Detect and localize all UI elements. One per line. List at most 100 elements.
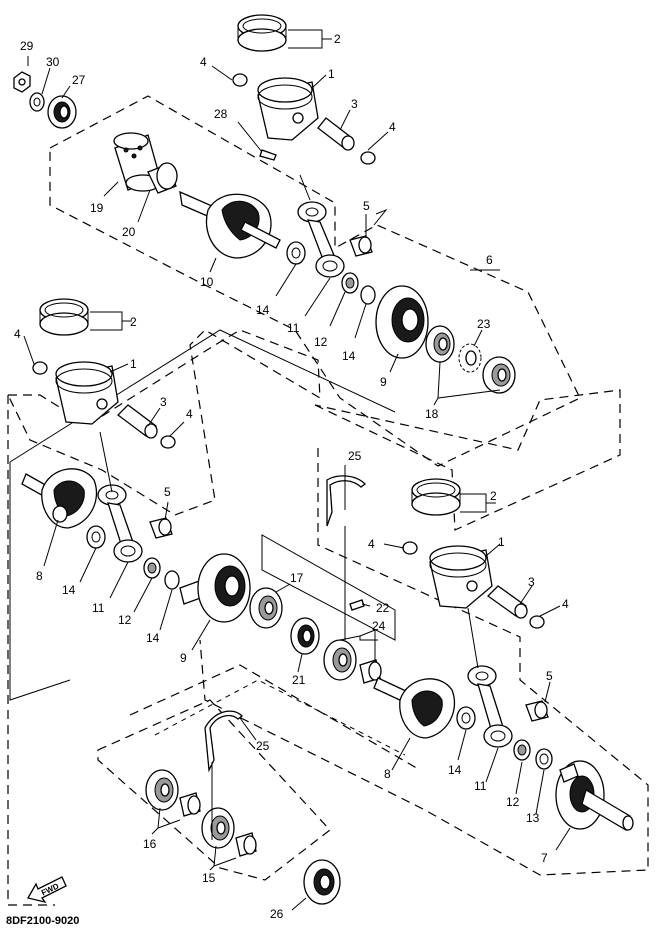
callout-4-right-b: 4 <box>562 597 569 611</box>
crank-right-boundary <box>199 448 649 876</box>
callout-12-right: 12 <box>506 795 520 809</box>
gear-21 <box>290 617 320 655</box>
callout-1-right: 1 <box>498 535 505 549</box>
callout-2-left: 2 <box>130 315 137 329</box>
circlip-right-b <box>529 615 545 629</box>
bearing-12-left <box>143 557 161 579</box>
left-outer-boundary <box>7 395 55 906</box>
connecting-rod-top <box>297 201 345 278</box>
bracket-left-stem <box>9 462 71 701</box>
bearing-15 <box>201 807 235 849</box>
callout-3-top: 3 <box>351 97 358 111</box>
washer-14-left <box>86 525 106 549</box>
callout-14-left-b: 14 <box>146 631 160 645</box>
circlip-top-right <box>360 151 376 165</box>
lower-chain-boundary <box>154 679 406 756</box>
callout-1-left: 1 <box>130 357 137 371</box>
piston-pin-top <box>317 117 355 151</box>
outer-bottom-boundary <box>129 664 421 771</box>
catalog-code: 8DF2100-9020 <box>6 915 79 927</box>
callout-labels: 2 1 3 4 4 28 29 30 27 19 20 10 14 11 12 … <box>14 32 569 921</box>
callout-28: 28 <box>214 107 228 121</box>
callout-3-right: 3 <box>528 575 535 589</box>
piston-right <box>429 545 493 609</box>
crank-web-8-right <box>373 677 456 739</box>
callout-14-right: 14 <box>448 763 462 777</box>
middle-right-group-boundary <box>314 389 621 531</box>
bottom-bearing-group-boundary <box>97 699 331 881</box>
callout-5-top: 5 <box>363 199 370 213</box>
bearing-12-top <box>341 272 359 294</box>
top-crank-group-boundary <box>49 95 581 467</box>
callout-3-left: 3 <box>160 395 167 409</box>
middle-right-assembly <box>373 478 634 831</box>
thrust-ring-25-upper <box>326 475 366 527</box>
washer-30 <box>29 92 45 112</box>
callout-8-right: 8 <box>384 767 391 781</box>
callout-6: 6 <box>486 253 493 267</box>
callout-18: 18 <box>425 407 439 421</box>
circlip-right-a <box>402 541 418 555</box>
crank-web-9-left <box>179 553 251 623</box>
leader-lines <box>23 29 571 911</box>
crank-web-7 <box>555 760 634 831</box>
piston-rings-left <box>39 298 89 336</box>
fwd-arrow: FWD <box>27 876 67 904</box>
spacer-16-b <box>179 792 201 817</box>
callout-9-top: 9 <box>380 375 387 389</box>
piston-rings-right <box>411 478 461 516</box>
pin-22 <box>349 599 365 611</box>
callout-2-right: 2 <box>490 489 497 503</box>
callout-1-top: 1 <box>328 67 335 81</box>
callout-8-left: 8 <box>36 569 43 583</box>
callout-21: 21 <box>292 673 306 687</box>
washer-14-left-b <box>164 570 180 590</box>
callout-20: 20 <box>122 225 136 239</box>
callout-11-left: 11 <box>92 601 105 615</box>
crank-web-9 <box>375 285 429 359</box>
bearing-12-right <box>513 739 531 761</box>
piston-rings-top <box>237 14 287 52</box>
callout-22: 22 <box>376 601 390 615</box>
spacer-15-b <box>235 832 257 857</box>
callout-23: 23 <box>477 317 491 331</box>
callout-30: 30 <box>46 55 60 69</box>
needle-bearing-5-left <box>149 517 173 539</box>
woodruff-key-top <box>259 149 277 161</box>
callout-4-top-left: 4 <box>200 55 207 69</box>
middle-left-group-boundary <box>7 329 321 516</box>
oil-seal-26 <box>303 859 341 905</box>
callout-25-lower: 25 <box>256 739 270 753</box>
bearing-16 <box>145 769 179 811</box>
oil-seal-27 <box>47 95 77 129</box>
needle-bearing-5-right <box>525 700 549 722</box>
piston-left <box>55 361 119 425</box>
callout-11-right: 11 <box>474 779 487 793</box>
callout-14-top-a: 14 <box>256 303 270 317</box>
bracket-middle <box>261 534 396 641</box>
connecting-rod-right <box>467 665 513 748</box>
connecting-rod-left <box>97 484 143 563</box>
bearing-24-b <box>359 659 382 684</box>
bottom-assembly <box>145 710 341 905</box>
callout-19: 19 <box>90 201 104 215</box>
bearing-18-a <box>425 325 455 363</box>
circlip-left-b <box>160 435 176 449</box>
callout-14-left-a: 14 <box>62 583 76 597</box>
crank-web-10 <box>179 190 281 259</box>
spacer-20 <box>147 162 178 194</box>
assembly-boundaries <box>7 95 649 906</box>
washer-13 <box>535 748 553 770</box>
callout-26: 26 <box>270 907 284 921</box>
callout-27: 27 <box>72 73 86 87</box>
bearing-19 <box>113 132 161 192</box>
callout-2-top: 2 <box>334 32 341 46</box>
fwd-label: FWD <box>40 881 61 897</box>
bearing-cage-23 <box>458 343 482 373</box>
callout-5-right: 5 <box>546 669 553 683</box>
circlip-top-left <box>232 73 248 87</box>
thrust-ring-25-lower <box>204 710 243 773</box>
piston-top <box>257 77 319 141</box>
piston-pin-left <box>117 404 158 439</box>
